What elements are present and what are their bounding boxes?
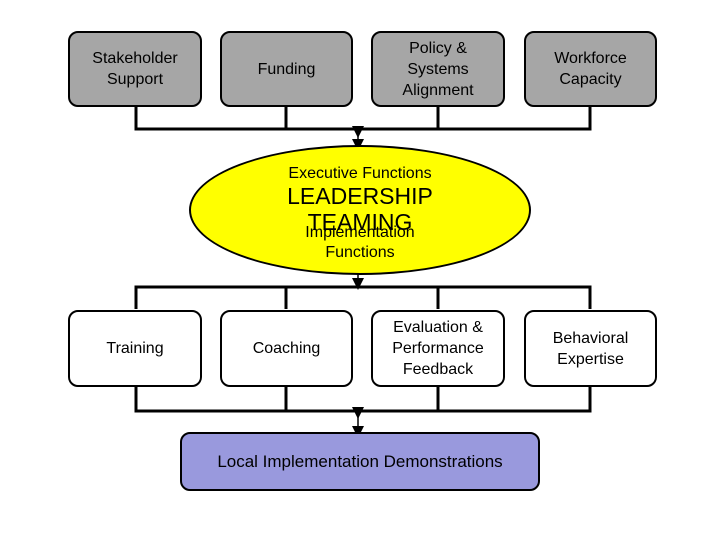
- behavioral-expertise-box: Behavioral Expertise: [524, 310, 657, 387]
- coaching-box: Coaching: [220, 310, 353, 387]
- executive-functions-label: Executive Functions: [288, 165, 432, 182]
- training-box: Training: [68, 310, 202, 387]
- workforce-capacity-box: Workforce Capacity: [524, 31, 657, 107]
- stakeholder-support-box: Stakeholder Support: [68, 31, 202, 107]
- funding-box: Funding: [220, 31, 353, 107]
- leadership-teaming-ellipse: [189, 145, 531, 275]
- policy-systems-alignment-box: Policy & Systems Alignment: [371, 31, 505, 107]
- local-implementation-demonstrations-box: Local Implementation Demonstrations: [180, 432, 540, 491]
- evaluation-performance-feedback-box: Evaluation & Performance Feedback: [371, 310, 505, 387]
- implementation-functions-label: Implementation Functions: [305, 224, 415, 261]
- leadership-teaming-label: LEADERSHIP TEAMING: [287, 183, 433, 235]
